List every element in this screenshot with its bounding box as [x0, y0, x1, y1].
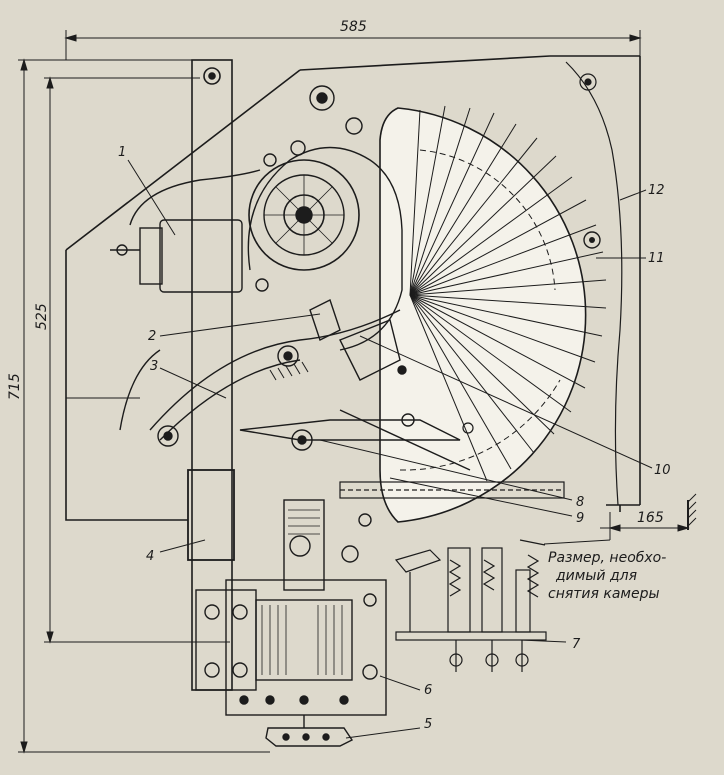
base-strip: [339, 481, 565, 499]
dimension-height-715: 715: [7, 373, 23, 400]
auxiliary-block: [195, 499, 387, 747]
callout-1: 1: [118, 145, 126, 160]
callout-2: 2: [148, 329, 156, 344]
callout-3: 3: [150, 359, 158, 374]
callout-11: 11: [648, 251, 665, 266]
dimension-clearance-165: 165: [637, 510, 664, 526]
dimension-width-585: 585: [340, 19, 367, 35]
contact-lever: [119, 299, 471, 471]
arc-chute: [379, 105, 607, 523]
blowout-coil: [247, 85, 403, 351]
dimension-height-525: 525: [34, 303, 50, 330]
note-line-1: Размер, необхо-: [548, 550, 666, 566]
operating-coil: [110, 169, 269, 293]
callout-6: 6: [424, 683, 432, 698]
note-line-2: димый для: [555, 568, 637, 584]
callout-8: 8: [576, 495, 584, 510]
callout-10: 10: [654, 463, 671, 478]
chute-edge: [565, 61, 623, 506]
auxiliary-contacts: [394, 539, 547, 672]
callout-12: 12: [648, 183, 665, 198]
callout-4: 4: [146, 549, 154, 564]
note-line-3: снятия камеры: [548, 586, 660, 602]
callout-9: 9: [576, 511, 584, 526]
callout-5: 5: [424, 717, 432, 732]
dimension-lines: [18, 30, 697, 754]
base-panel: [65, 55, 641, 521]
callout-7: 7: [572, 637, 581, 652]
leader-lines: [127, 159, 653, 739]
